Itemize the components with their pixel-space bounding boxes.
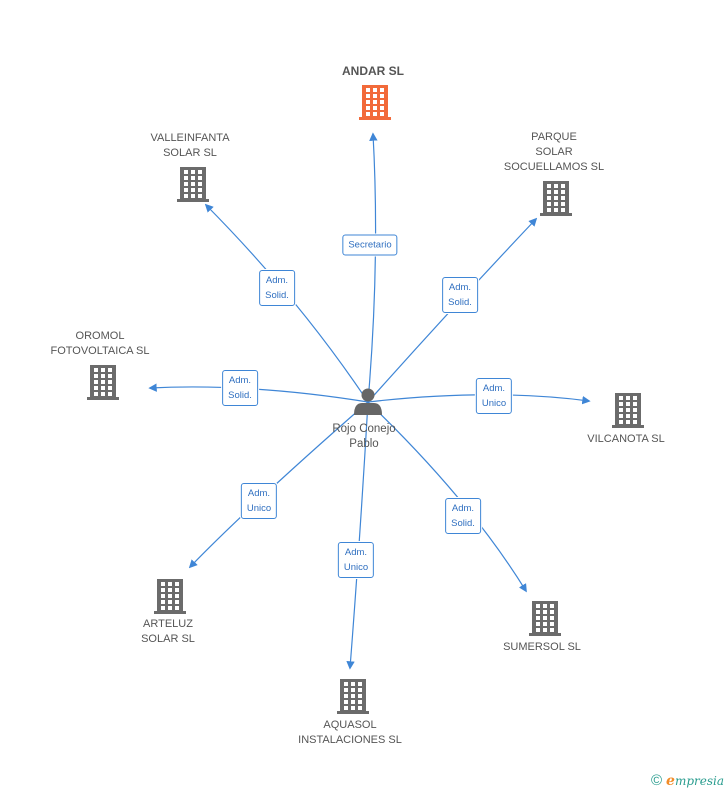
building-icon-vilcanota[interactable] <box>612 393 644 428</box>
building-icon-arteluz[interactable] <box>154 579 186 614</box>
footer: © empresia <box>651 772 724 789</box>
company-label-andar[interactable]: ANDAR SL <box>342 64 404 78</box>
person-icon[interactable] <box>354 388 382 416</box>
role-label-andar: Secretario <box>342 234 398 256</box>
company-label-aquasol[interactable]: AQUASOL INSTALACIONES SL <box>298 719 402 746</box>
role-label-arteluz: Adm. Unico <box>240 483 278 519</box>
brand-logo[interactable]: empresia <box>666 772 724 789</box>
company-label-parque[interactable]: PARQUE SOLAR SOCUELLAMOS SL <box>503 131 605 173</box>
edge-andar <box>367 132 378 403</box>
edge-aquasol <box>346 401 369 670</box>
company-label-sumersol[interactable]: SUMERSOL SL <box>503 641 581 653</box>
role-label-aquasol: Adm. Unico <box>337 542 375 578</box>
role-label-valleinfanta: Adm. Solid. <box>259 270 295 306</box>
role-label-parque: Adm. Solid. <box>442 277 478 313</box>
company-label-valleinfanta[interactable]: VALLEINFANTA SOLAR SL <box>150 132 230 159</box>
role-label-oromol: Adm. Solid. <box>222 370 258 406</box>
company-label-oromol[interactable]: OROMOL FOTOVOLTAICA SL <box>50 330 150 357</box>
role-label-vilcanota: Adm. Unico <box>475 378 513 414</box>
role-label-sumersol: Adm. Solid. <box>445 498 481 534</box>
building-icon-andar[interactable] <box>359 85 391 120</box>
building-icon-valleinfanta[interactable] <box>177 167 209 202</box>
edge-oromol <box>148 383 369 403</box>
building-icon-aquasol[interactable] <box>337 679 369 714</box>
company-label-vilcanota[interactable]: VILCANOTA SL <box>587 433 665 445</box>
copyright-icon: © <box>650 772 663 789</box>
building-icon-sumersol[interactable] <box>529 601 561 636</box>
person-name-label[interactable]: Rojo Conejo Pablo <box>332 423 396 450</box>
company-label-arteluz[interactable]: ARTELUZ SOLAR SL <box>141 618 195 645</box>
building-icon-oromol[interactable] <box>87 365 119 400</box>
building-icon-parque[interactable] <box>540 181 572 216</box>
